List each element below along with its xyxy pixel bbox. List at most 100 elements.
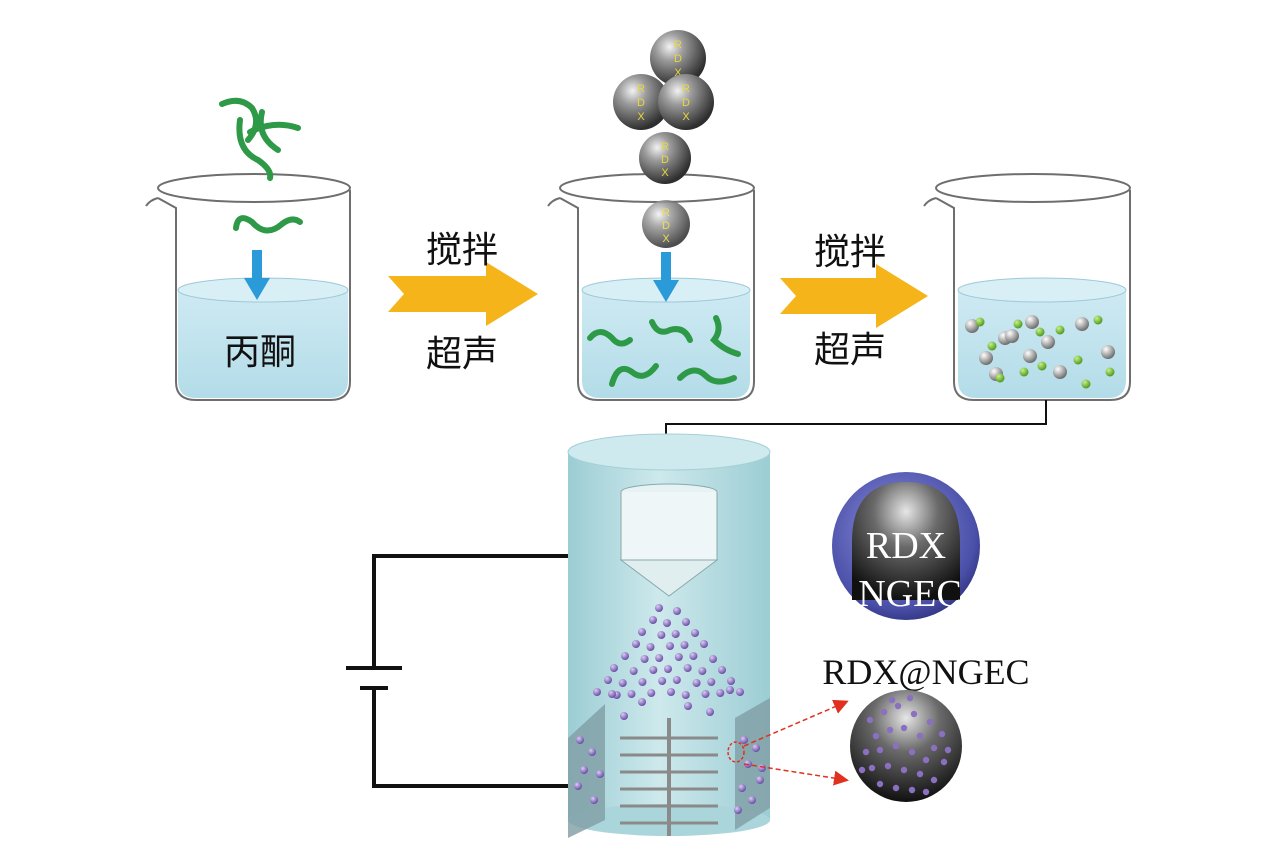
spray-droplet bbox=[683, 664, 692, 672]
svg-text:D: D bbox=[682, 97, 690, 109]
coating-particle bbox=[894, 702, 902, 710]
deposited-droplet bbox=[748, 796, 756, 804]
rdx-particle bbox=[1041, 335, 1055, 349]
coating-particle bbox=[886, 726, 894, 734]
spray-droplet bbox=[610, 664, 618, 672]
spray-droplet bbox=[604, 676, 612, 684]
spray-droplet bbox=[684, 702, 692, 710]
process-arrow-2 bbox=[780, 264, 928, 328]
polymer-particle bbox=[1019, 367, 1029, 377]
coating-particle bbox=[906, 694, 914, 702]
spray-droplet bbox=[593, 688, 601, 696]
deposited-droplet bbox=[574, 782, 582, 790]
coating-particle bbox=[876, 746, 884, 754]
core-label: RDX bbox=[866, 525, 946, 567]
dissolved-polymer-strands bbox=[587, 315, 741, 387]
spray-droplet bbox=[698, 667, 707, 675]
coating-particle bbox=[900, 724, 908, 732]
svg-text:X: X bbox=[637, 111, 645, 123]
coating-particle bbox=[926, 718, 934, 726]
deposited-droplet bbox=[590, 796, 598, 804]
spray-droplet bbox=[706, 708, 714, 716]
rdx-particle bbox=[1053, 365, 1067, 379]
rdx-spheres-falling: R D X R D X R D X R D X R D X bbox=[613, 30, 714, 248]
power-circuit bbox=[346, 554, 568, 788]
core-shell-schematic bbox=[832, 472, 980, 620]
spray-droplet bbox=[664, 665, 672, 673]
coating-particle bbox=[922, 788, 930, 796]
coating-particle bbox=[888, 696, 896, 704]
rdx-particle bbox=[979, 351, 993, 365]
rdx-particle bbox=[1023, 349, 1037, 363]
coating-particle bbox=[876, 780, 884, 788]
spray-droplet bbox=[649, 666, 658, 674]
coating-particle bbox=[866, 716, 874, 724]
spray-droplet bbox=[671, 630, 680, 638]
rdx-sphere: R D X bbox=[658, 74, 714, 130]
spray-droplet bbox=[663, 619, 671, 627]
rdx-particle bbox=[965, 319, 979, 333]
process-arrow-1 bbox=[388, 262, 538, 326]
spray-droplet bbox=[608, 690, 616, 698]
svg-text:R: R bbox=[674, 39, 682, 51]
svg-text:R: R bbox=[682, 83, 690, 95]
polymer-particle bbox=[987, 341, 997, 351]
spray-droplet bbox=[692, 679, 701, 687]
rdx-sphere: R D X bbox=[642, 200, 690, 248]
spray-droplet bbox=[681, 691, 690, 699]
coating-particle bbox=[908, 786, 916, 794]
rdx-sphere: R D X bbox=[639, 132, 691, 184]
coating-particle bbox=[868, 764, 876, 772]
coating-particle bbox=[922, 756, 930, 764]
coating-particle bbox=[930, 776, 938, 784]
rdx-particle bbox=[1025, 315, 1039, 329]
polymer-particle bbox=[1055, 325, 1065, 335]
polymer-particle bbox=[1105, 367, 1115, 377]
coating-particle bbox=[900, 766, 908, 774]
deposited-droplet bbox=[580, 766, 588, 774]
step2-ultrasound-label: 超声 bbox=[814, 330, 886, 371]
spray-droplet bbox=[638, 628, 646, 636]
deposited-droplet bbox=[576, 736, 584, 744]
spray-droplet bbox=[673, 607, 681, 615]
deposited-droplet bbox=[758, 764, 766, 772]
shell-label: NGEC bbox=[858, 573, 961, 615]
coating-particle bbox=[944, 746, 952, 754]
deposited-droplet bbox=[596, 770, 604, 778]
spray-droplet bbox=[647, 689, 656, 697]
coating-particle bbox=[880, 708, 888, 716]
rdx-particle bbox=[1075, 317, 1089, 331]
svg-text:D: D bbox=[637, 97, 645, 109]
spray-droplet bbox=[672, 676, 681, 684]
collector-plate-right bbox=[735, 698, 770, 830]
blue-arrow-2 bbox=[653, 252, 679, 302]
rdx-particle bbox=[1005, 329, 1019, 343]
rdx-sphere: R D X bbox=[650, 30, 706, 86]
spray-nozzle bbox=[619, 483, 719, 597]
spray-droplet bbox=[649, 616, 657, 624]
polymer-particle bbox=[1081, 379, 1091, 389]
spray-droplet bbox=[716, 689, 725, 697]
spray-droplet bbox=[646, 643, 655, 651]
zoom-pointers bbox=[727, 699, 849, 786]
spray-droplet bbox=[655, 654, 664, 662]
spray-droplet bbox=[638, 698, 646, 706]
coating-particle bbox=[940, 758, 948, 766]
svg-text:X: X bbox=[682, 111, 690, 123]
spray-droplet bbox=[621, 652, 629, 660]
spray-droplet bbox=[726, 686, 734, 694]
svg-text:R: R bbox=[637, 83, 645, 95]
spray-droplet bbox=[640, 655, 649, 663]
spray-droplet bbox=[627, 690, 636, 698]
spray-droplet bbox=[707, 678, 716, 686]
coating-particle bbox=[892, 742, 900, 750]
svg-text:D: D bbox=[662, 220, 670, 232]
beaker-acetone bbox=[145, 173, 351, 401]
deposited-droplet bbox=[740, 736, 748, 744]
spray-droplet bbox=[682, 618, 690, 626]
comb-electrode bbox=[620, 718, 718, 836]
product-particle bbox=[850, 690, 962, 802]
spray-droplet bbox=[718, 666, 726, 674]
deposited-droplet bbox=[752, 744, 760, 752]
